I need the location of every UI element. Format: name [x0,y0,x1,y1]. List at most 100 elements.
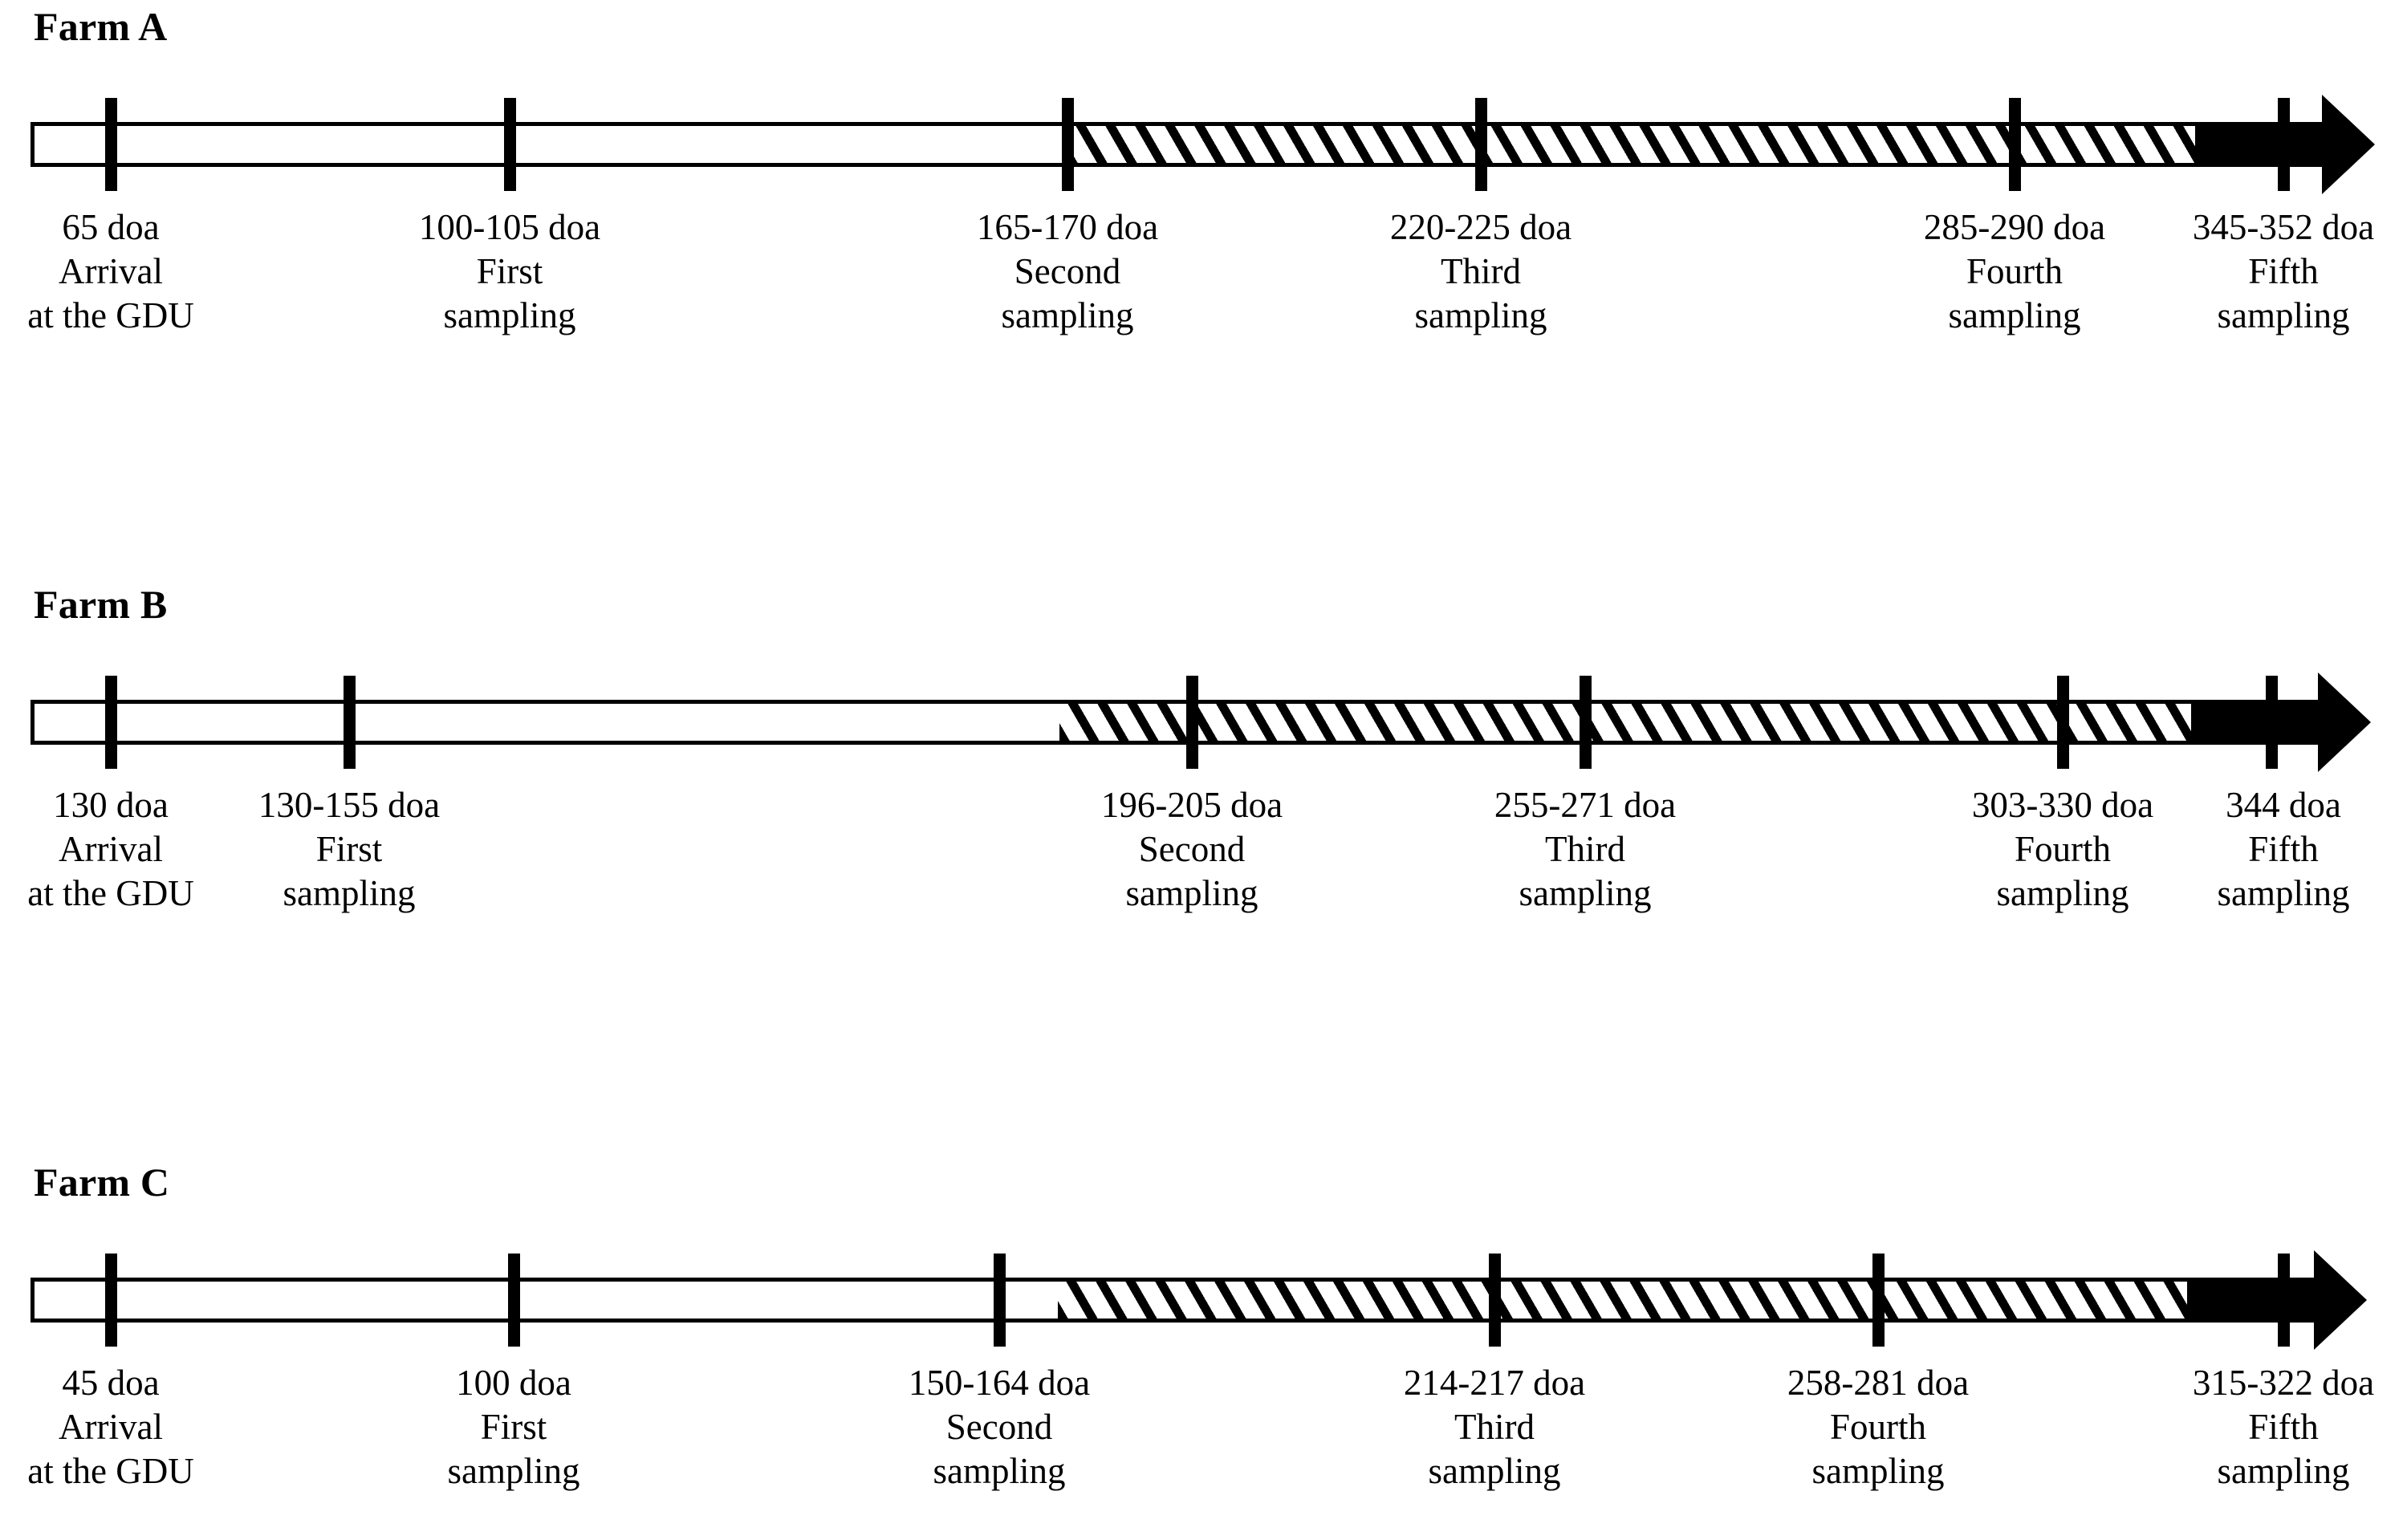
event-name-line: Arrival [59,250,163,291]
timeline-tick [2057,676,2069,769]
timeline-segment-solid [2187,1278,2314,1323]
event-doa-value: 196-205 doa [1100,785,1283,825]
event-name-line2: sampling [2217,295,2350,335]
timeline-tick [2278,98,2290,191]
timeline-tick [508,1254,520,1347]
arrow-head-icon [2322,95,2375,194]
event-doa-value: 65 doa [62,207,160,247]
timeline-tick [105,676,117,769]
arrow-head-icon [2314,1250,2367,1350]
event-name-line: Third [1545,828,1625,869]
event-doa-value: 220-225 doa [1389,207,1572,247]
event-name-line: Second [1138,828,1246,869]
event-name-line: Second [1014,250,1121,291]
event-name-line: Third [1454,1406,1535,1447]
timeline-tick [504,98,516,191]
event-doa-value: 165-170 doa [976,207,1159,247]
event-name-line: Fifth [2248,828,2319,869]
event-doa-value: 100 doa [456,1363,571,1403]
timeline-tick [994,1254,1006,1347]
timeline-tick [1186,676,1198,769]
timeline-bar [30,95,2375,194]
event-name-line: First [476,250,543,291]
event-doa-value: 150-164 doa [908,1363,1091,1403]
event-name-line2: at the GDU [27,1450,194,1491]
event-name-line2: sampling [1414,295,1547,335]
event-name-line: Third [1441,250,1521,291]
event-name-line2: sampling [2217,872,2350,913]
event-name-line2: at the GDU [27,295,194,335]
event-doa-value: 303-330 doa [1971,785,2154,825]
timeline-tick [1872,1254,1885,1347]
event-name-line: First [480,1406,547,1447]
arrow-head-icon [2318,672,2371,772]
timeline-tick [2278,1254,2290,1347]
event-doa-value: 344 doa [2226,785,2341,825]
timeline-tick [2266,676,2278,769]
event-doa-value: 315-322 doa [2192,1363,2375,1403]
event-name-line2: sampling [1996,872,2129,913]
timeline-tick [1580,676,1592,769]
timeline-tick [1489,1254,1501,1347]
event-name-line2: sampling [443,295,576,335]
event-name-line2: sampling [1125,872,1258,913]
timeline-segment-open [30,122,1067,167]
event-name-line2: at the GDU [27,872,194,913]
event-name-line2: sampling [1811,1450,1945,1491]
farm-title: Farm B [34,582,168,627]
event-doa-value: 255-271 doa [1494,785,1677,825]
event-name-line2: sampling [2217,1450,2350,1491]
timeline-segment-hatched [1067,122,2195,167]
timeline-segment-open [30,1278,1058,1323]
event-doa-value: 258-281 doa [1787,1363,1970,1403]
event-name-line: Fifth [2248,250,2319,291]
event-name-line2: sampling [1948,295,2081,335]
farm-title: Farm C [34,1160,170,1205]
event-name-line: Fifth [2248,1406,2319,1447]
event-name-line2: sampling [447,1450,580,1491]
event-doa-value: 130 doa [53,785,169,825]
timeline-tick [105,1254,117,1347]
timeline-segment-solid [2195,122,2322,167]
event-doa-value: 214-217 doa [1403,1363,1586,1403]
event-doa-value: 285-290 doa [1923,207,2106,247]
event-name-line2: sampling [1001,295,1134,335]
event-doa-value: 45 doa [62,1363,160,1403]
event-doa-value: 100-105 doa [418,207,601,247]
timeline-bar [30,672,2371,772]
timeline-bar [30,1250,2367,1350]
timeline-segment-open [30,700,1059,745]
timeline-segment-hatched [1058,1278,2187,1323]
event-doa-value: 130-155 doa [258,785,441,825]
event-name-line: Fourth [1966,250,2063,291]
event-name-line: First [315,828,383,869]
event-name-line: Fourth [2014,828,2111,869]
event-name-line: Second [945,1406,1053,1447]
timeline-tick [2009,98,2021,191]
timeline-segment-hatched [1059,700,2191,745]
event-name-line2: sampling [1519,872,1652,913]
timeline-tick [1475,98,1487,191]
timeline-tick [105,98,117,191]
farm-title: Farm A [34,4,168,49]
timeline-tick [1062,98,1074,191]
event-name-line2: sampling [933,1450,1066,1491]
